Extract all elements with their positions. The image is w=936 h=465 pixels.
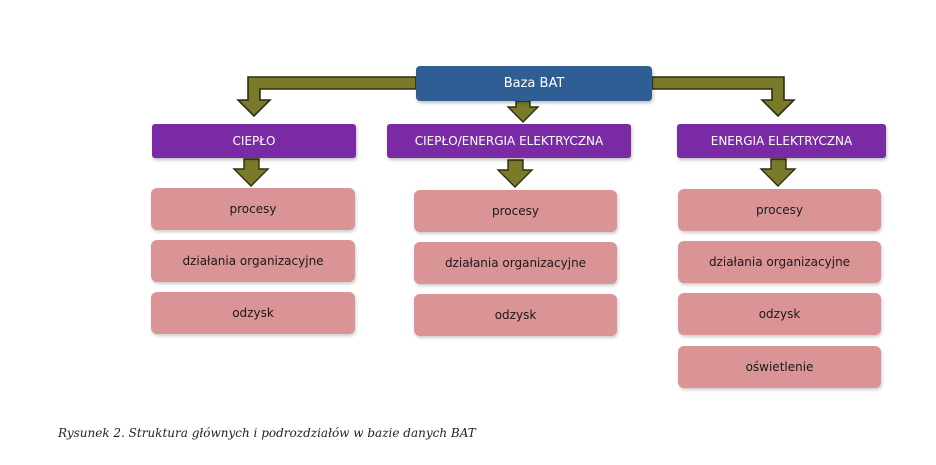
subcategory-cieplo-energia-procesy: procesy <box>414 190 617 232</box>
arrow-root-to-energia <box>651 76 796 118</box>
subcategory-cieplo-dzialania-organizacyjne: działania organizacyjne <box>151 240 355 282</box>
subcategory-cieplo-energia-dzialania-organizacyjne: działania organizacyjne <box>414 242 617 284</box>
subcategory-cieplo-odzysk: odzysk <box>151 292 355 334</box>
arrow-cieplo-to-items <box>232 158 270 187</box>
subcategory-energia-oswietlenie: oświetlenie <box>678 346 881 388</box>
subcategory-cieplo-energia-odzysk: odzysk <box>414 294 617 336</box>
category-energia-elektryczna: ENERGIA ELEKTRYCZNA <box>677 124 886 158</box>
subcategory-energia-procesy: procesy <box>678 189 881 231</box>
arrow-root-to-cieplo <box>236 76 417 118</box>
root-node-baza-bat: Baza BAT <box>416 66 652 101</box>
subcategory-cieplo-procesy: procesy <box>151 188 355 230</box>
arrow-cieplo-energia-to-items <box>496 159 534 188</box>
category-cieplo: CIEPŁO <box>152 124 356 158</box>
figure-caption: Rysunek 2. Struktura głównych i podrozdz… <box>58 426 476 440</box>
arrow-root-to-cieplo-energia <box>506 100 540 123</box>
category-cieplo-energia-elektryczna: CIEPŁO/ENERGIA ELEKTRYCZNA <box>387 124 631 158</box>
subcategory-energia-odzysk: odzysk <box>678 293 881 335</box>
subcategory-energia-dzialania-organizacyjne: działania organizacyjne <box>678 241 881 283</box>
arrow-energia-to-items <box>759 158 797 187</box>
